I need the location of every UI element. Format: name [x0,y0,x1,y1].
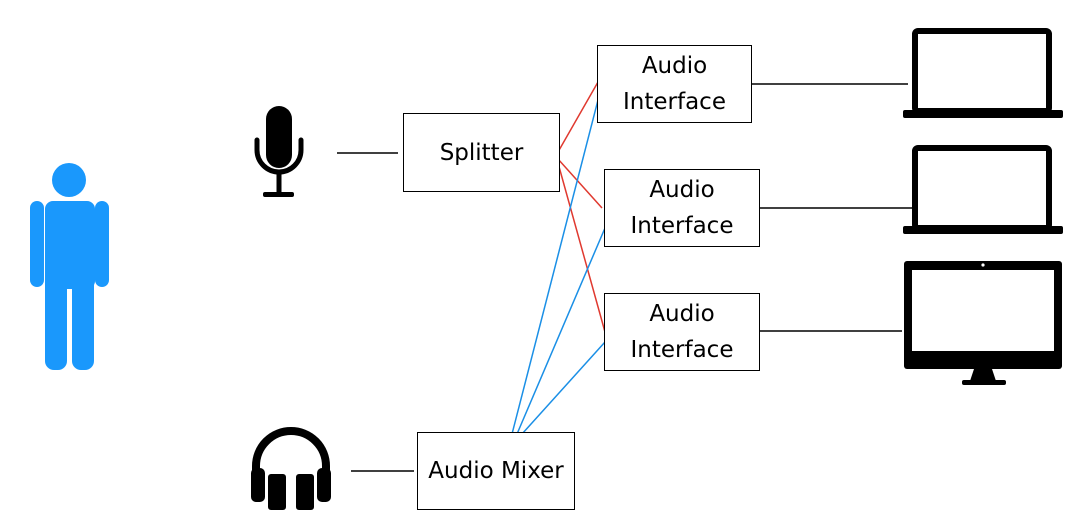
laptop-icon [903,28,1063,118]
audio-interface-label-line2: Interface [630,213,734,239]
splitter-links [557,81,606,333]
mixer-to-interface3-link [521,341,606,435]
audio-interface-label-line2: Interface [623,89,726,115]
splitter-to-interface3-link [557,162,606,333]
microphone-icon [254,106,304,197]
audio-interface-label-line2: Interface [630,337,734,363]
splitter-to-interface1-link [557,81,599,153]
headphones-icon [251,427,331,510]
mixer-to-interface1-link [511,99,599,435]
audio-interface-box-2: Audio Interface [604,169,760,247]
mixer-links [511,99,606,435]
splitter-label: Splitter [439,139,524,166]
splitter-to-interface2-link [557,158,603,209]
audio-interface-box-3: Audio Interface [604,293,760,371]
splitter-box: Splitter [403,113,560,192]
audio-interface-box-1: Audio Interface [597,45,752,123]
audio-mixer-label: Audio Mixer [428,458,564,484]
monitor-icon [904,261,1062,385]
audio-interface-label-line1: Audio [649,177,715,203]
laptop-icon [903,145,1063,234]
audio-mixer-box: Audio Mixer [417,432,575,510]
audio-interface-label-line1: Audio [641,53,708,79]
audio-interface-label-line1: Audio [649,301,715,327]
person-icon [30,163,109,370]
connector-lines [337,83,912,472]
mixer-to-interface2-link [516,227,606,435]
